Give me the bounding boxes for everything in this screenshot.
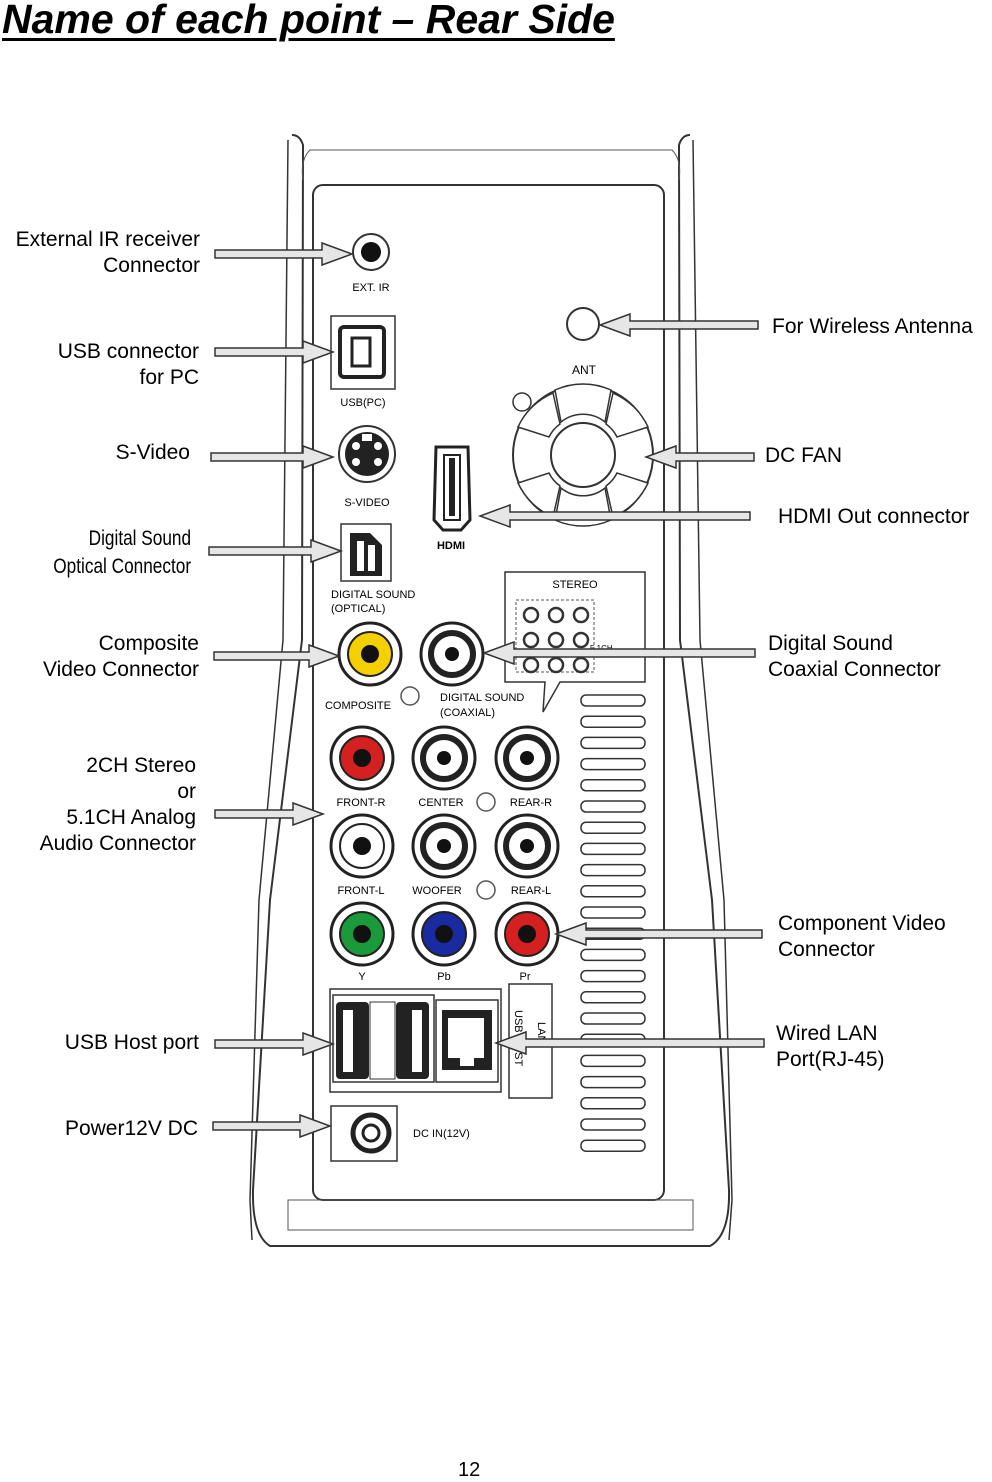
vent-slot <box>580 800 646 813</box>
arrow-antenna <box>597 312 759 338</box>
vent-slot <box>580 885 646 898</box>
optical-device-label-2: (OPTICAL) <box>331 603 385 615</box>
vent-slots <box>580 694 646 1152</box>
rear-r-jack <box>494 725 560 791</box>
hdmi-device-label: HDMI <box>437 540 465 552</box>
coaxial-device-label-1: DIGITAL SOUND <box>440 692 524 704</box>
rear-l-device-label: REAR-L <box>511 885 551 897</box>
vent-slot <box>580 969 646 983</box>
ant-device-label: ANT <box>572 363 597 377</box>
usb-host-ports <box>332 994 435 1083</box>
vent-slot <box>580 757 646 771</box>
pb-device-label: Pb <box>437 971 450 983</box>
usb-pc-port <box>330 315 396 390</box>
arrow-usb-host <box>214 1031 336 1057</box>
front-l-device-label: FRONT-L <box>337 885 384 897</box>
dc-in-device-label: DC IN(12V) <box>413 1128 470 1140</box>
center-device-label: CENTER <box>418 797 463 809</box>
svideo-port <box>338 425 396 483</box>
vent-slot <box>580 1012 646 1025</box>
rear-r-device-label: REAR-R <box>510 797 552 809</box>
vent-slot <box>580 694 646 707</box>
arrow-power <box>212 1113 333 1139</box>
front-r-device-label: FRONT-R <box>337 797 386 809</box>
label-hdmi: HDMI Out connector <box>778 505 970 528</box>
stereo-device-label: STEREO <box>552 579 598 591</box>
arrow-analog <box>214 801 326 827</box>
arrow-svideo <box>210 444 336 470</box>
label-coaxial: Digital Sound Coaxial Connector <box>768 632 941 681</box>
label-ext-ir: External IR receiver Connector <box>15 228 200 277</box>
label-component: Component Video Connector <box>778 912 946 961</box>
vent-slot <box>580 779 646 792</box>
callout-arrows <box>208 241 765 1139</box>
composite-jack <box>337 621 403 687</box>
arrow-hdmi <box>477 503 751 529</box>
coaxial-jack <box>419 621 485 687</box>
y-device-label: Y <box>358 971 366 983</box>
woofer-device-label: WOOFER <box>412 885 462 897</box>
lan-port <box>435 999 499 1083</box>
vent-slot <box>580 821 646 834</box>
vent-slot <box>580 1097 646 1110</box>
label-optical: Digital Sound Optical Connector <box>53 527 191 578</box>
arrow-usb-pc <box>214 339 336 365</box>
arrow-lan <box>493 1030 765 1056</box>
arrow-ext-ir <box>214 241 355 267</box>
dc-fan <box>512 383 654 527</box>
label-fan: DC FAN <box>765 444 843 467</box>
optical-device-label-1: DIGITAL SOUND <box>331 589 415 601</box>
center-jack <box>411 725 477 791</box>
vent-slot <box>580 1118 646 1131</box>
label-analog-audio: 2CH Stereo or 5.1CH Analog Audio Connect… <box>39 754 196 855</box>
arrow-coaxial <box>481 640 756 666</box>
vent-slot <box>580 863 646 877</box>
antenna-port <box>566 307 600 341</box>
usb-pc-device-label: USB(PC) <box>340 397 385 409</box>
arrow-optical <box>208 538 344 564</box>
label-composite: Composite Video Connector <box>42 632 199 681</box>
arrow-component <box>553 921 763 947</box>
vent-slot <box>580 736 646 750</box>
vent-slot <box>580 1054 646 1068</box>
composite-device-label: COMPOSITE <box>325 700 391 712</box>
label-svideo: S-Video <box>115 441 190 464</box>
device-casing <box>251 134 731 1247</box>
ext-ir-device-label: EXT. IR <box>352 282 389 294</box>
optical-port <box>340 523 392 582</box>
component-y-jack <box>329 901 395 967</box>
page-title: Name of each point – Rear Side <box>2 0 615 42</box>
woofer-jack <box>411 813 477 879</box>
label-lan: Wired LAN Port(RJ-45) <box>776 1022 885 1071</box>
component-pb-jack <box>411 901 477 967</box>
vent-slot <box>580 1075 646 1089</box>
label-antenna: For Wireless Antenna <box>772 315 973 338</box>
front-r-jack <box>329 725 395 791</box>
pr-device-label: Pr <box>520 971 531 983</box>
lan-device-label: LAN <box>535 1022 547 1043</box>
vent-slot <box>580 1139 646 1152</box>
audio-mode-switch <box>504 571 646 713</box>
dc-in-jack <box>330 1105 398 1162</box>
vent-slot <box>580 715 646 728</box>
component-pr-jack <box>494 901 560 967</box>
coaxial-device-label-2: (COAXIAL) <box>440 707 495 719</box>
rear-l-jack <box>494 813 560 879</box>
arrow-fan <box>643 444 755 470</box>
ext-ir-jack <box>352 233 390 271</box>
vent-slot <box>580 842 646 856</box>
hdmi-port <box>432 445 472 532</box>
label-usb-host: USB Host port <box>64 1031 199 1054</box>
vent-slot <box>580 948 646 962</box>
front-l-jack <box>329 813 395 879</box>
vent-slot <box>580 906 646 919</box>
svideo-device-label: S-VIDEO <box>344 497 390 509</box>
page-number: 12 <box>458 1459 481 1481</box>
arrow-composite <box>213 643 342 669</box>
label-usb-pc: USB connector for PC <box>57 340 199 389</box>
label-power: Power12V DC <box>64 1117 198 1140</box>
vent-slot <box>580 991 646 1004</box>
